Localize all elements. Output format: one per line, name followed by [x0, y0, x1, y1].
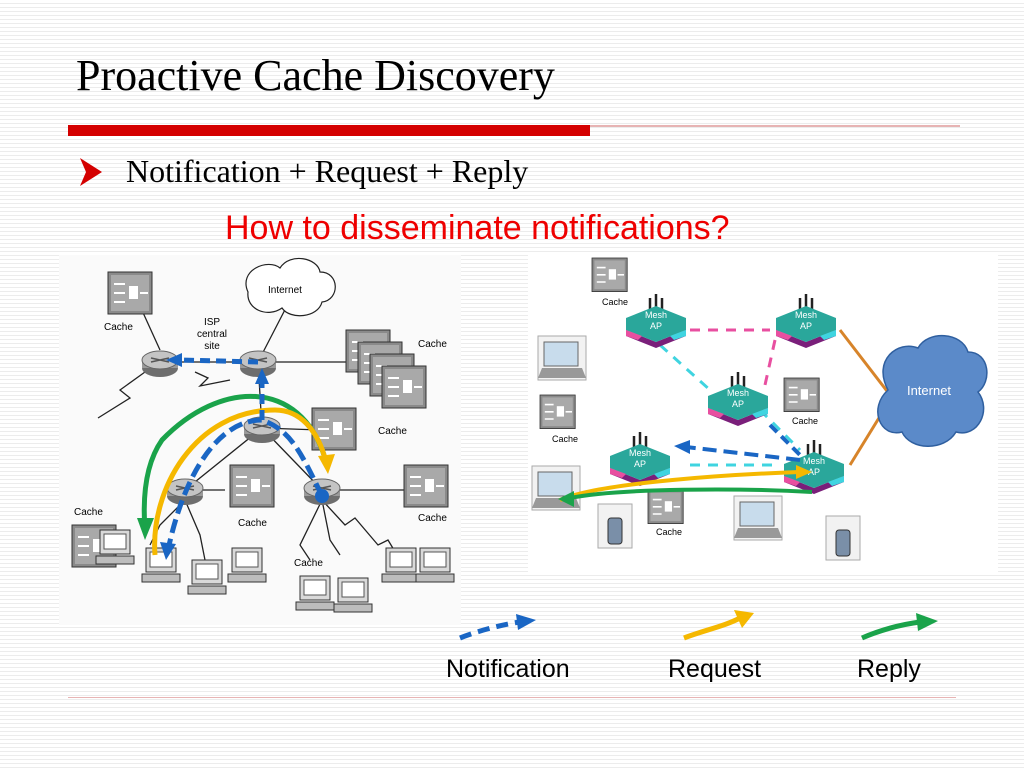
cache-server-icon [783, 377, 821, 413]
svg-text:AP: AP [634, 459, 646, 469]
left-reply-path [137, 394, 328, 540]
svg-text:Mesh: Mesh [645, 310, 667, 320]
svg-text:AP: AP [732, 399, 744, 409]
legend-reply-arrow [861, 613, 938, 641]
right-request-path [559, 465, 812, 502]
isp-label-line2: central [197, 329, 227, 340]
svg-text:Mesh: Mesh [629, 448, 651, 458]
router-icon [239, 350, 277, 378]
computer-icon [141, 547, 181, 583]
computer-icon [295, 575, 335, 611]
left-request-path [152, 407, 335, 556]
cache-label: Cache [104, 322, 133, 333]
left-internet-cloud: Internet [245, 257, 336, 317]
computer-icon [381, 547, 421, 583]
computer-icon [227, 547, 267, 583]
mesh-ap-icon: Mesh AP [774, 292, 838, 350]
laptop-icon [733, 495, 783, 541]
cache-label: Cache [238, 518, 267, 529]
laptop-icon [537, 335, 587, 381]
cache-label: Cache [294, 558, 323, 569]
cache-label: Cache [74, 507, 103, 518]
cache-server-icon [647, 489, 685, 525]
cache-label: Cache [418, 513, 447, 524]
cache-server-icon [381, 365, 427, 409]
svg-text:AP: AP [808, 467, 820, 477]
cache-label: Cache [656, 527, 682, 537]
right-reply-path [558, 487, 813, 507]
legend-notification-label: Notification [446, 655, 570, 683]
left-internet-label: Internet [268, 285, 302, 296]
cache-server-icon [539, 394, 577, 430]
cache-label: Cache [378, 426, 407, 437]
footer-divider [68, 697, 956, 698]
svg-text:AP: AP [650, 321, 662, 331]
cache-label: Cache [418, 339, 447, 350]
right-mesh-links [658, 328, 892, 467]
cache-label: Cache [602, 297, 628, 307]
title-underline [68, 125, 590, 136]
computer-icon [333, 577, 373, 613]
bullet-text: Notification + Request + Reply [126, 153, 529, 189]
right-internet-cloud: Internet [877, 334, 988, 447]
svg-text:Mesh: Mesh [795, 310, 817, 320]
left-notification-path [160, 353, 329, 560]
cache-server-icon [403, 464, 449, 508]
svg-text:Mesh: Mesh [727, 388, 749, 398]
svg-text:AP: AP [800, 321, 812, 331]
legend-reply-label: Reply [857, 655, 921, 683]
question-text: How to disseminate notifications? [225, 209, 730, 247]
mesh-ap-icon: Mesh AP [782, 438, 846, 496]
isp-label-line1: ISP [204, 317, 220, 328]
phone-icon [597, 503, 633, 549]
mesh-ap-icon: Mesh AP [706, 370, 770, 428]
computer-icon [95, 529, 135, 565]
computer-icon [187, 559, 227, 595]
slide-title: Proactive Cache Discovery [76, 51, 555, 100]
cache-server-icon [107, 271, 153, 315]
right-notification-path [674, 423, 802, 462]
svg-text:Mesh: Mesh [803, 456, 825, 466]
title-underline-thin [590, 125, 960, 127]
mesh-ap-icon: Mesh AP [624, 292, 688, 350]
cache-label: Cache [792, 416, 818, 426]
computer-icon [415, 547, 455, 583]
mesh-ap-icon: Mesh AP [608, 430, 672, 488]
legend-request-label: Request [668, 655, 762, 683]
bullet-item: Notification + Request + Reply [76, 153, 528, 190]
right-internet-label: Internet [907, 383, 951, 398]
cache-label: Cache [552, 434, 578, 444]
legend-notification-arrow [459, 614, 536, 641]
arrow-bullet-icon [80, 157, 102, 186]
phone-icon [825, 515, 861, 561]
cache-server-icon [229, 464, 275, 508]
isp-label-line3: site [204, 341, 220, 352]
router-icon [141, 350, 179, 378]
cache-server-icon [591, 257, 629, 293]
legend-request-arrow [683, 610, 754, 641]
